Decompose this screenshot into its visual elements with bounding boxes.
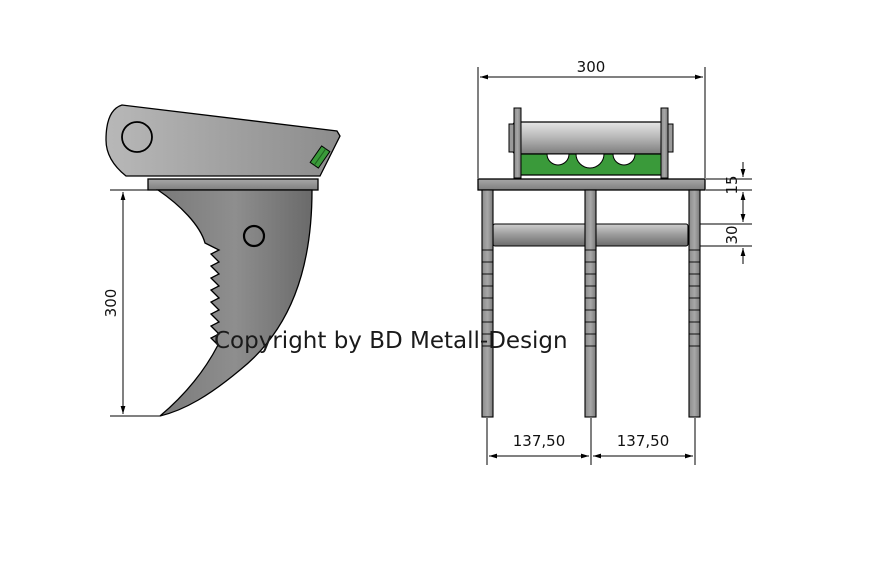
leg-left: [481, 189, 494, 418]
width-dimension: 300: [477, 58, 706, 178]
legs: [481, 189, 701, 418]
lug-left: [513, 107, 522, 179]
copyright-watermark: Copyright by BD Metall-Design: [214, 328, 568, 354]
front-view: 300 15 30 137,50 137,50: [477, 58, 752, 465]
ripper-head: [105, 104, 341, 177]
pipe-cap-left: [508, 123, 515, 153]
tube-diameter-label: 30: [723, 225, 741, 244]
bracket-cutout-1: [546, 153, 570, 166]
plate-thickness-dimension: 15: [706, 162, 752, 207]
pin-tube: [512, 121, 669, 155]
height-dimension: 300: [102, 189, 160, 417]
leg-right: [688, 189, 701, 418]
leg-center: [584, 189, 597, 418]
tube-diameter-dimension: 30: [700, 207, 752, 264]
pipe-cap-right: [667, 123, 674, 153]
leg-teeth-lines: [482, 249, 700, 347]
spacing-dimension: 137,50 137,50: [486, 418, 696, 465]
top-plate-front: [477, 178, 706, 191]
plate-thickness-label: 15: [723, 175, 741, 194]
side-view: 300: [102, 104, 341, 417]
pin-hole-lower: [242, 224, 266, 248]
ripper-shank: [155, 189, 313, 417]
width-dim-label: 300: [577, 58, 606, 76]
bracket-cutout-3: [612, 153, 636, 166]
bracket-cutout-2: [575, 153, 605, 169]
mounting-plate-side: [147, 178, 319, 191]
height-dim-label: 300: [102, 289, 120, 318]
green-bracket-side: [309, 145, 331, 169]
lug-right: [660, 107, 669, 179]
spacing-left-label: 137,50: [513, 432, 566, 450]
pin-hole-upper: [121, 121, 153, 153]
spacing-right-label: 137,50: [617, 432, 670, 450]
